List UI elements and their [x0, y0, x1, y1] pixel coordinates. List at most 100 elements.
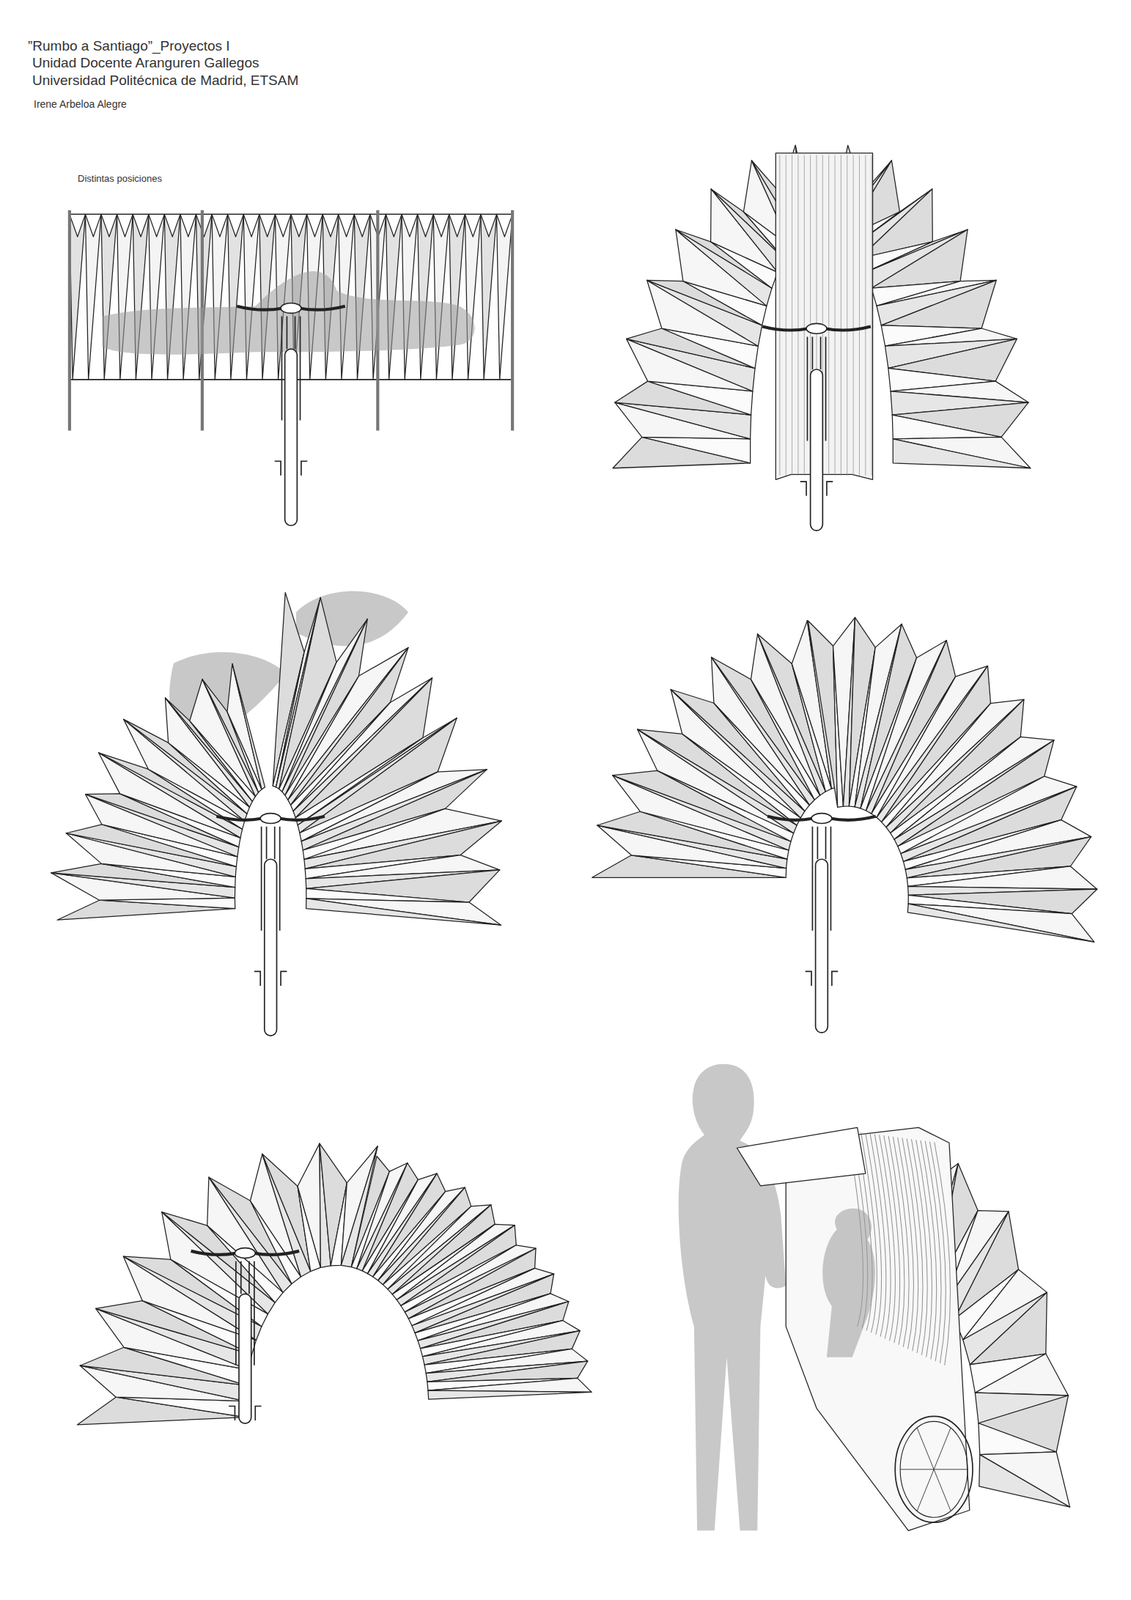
bicycle-front-view	[216, 813, 325, 1037]
bicycle-tire	[264, 859, 278, 1036]
fold-facet	[232, 664, 266, 790]
fold-facet	[117, 214, 134, 380]
bicycle-front-view	[191, 1248, 300, 1424]
wheel-rim	[894, 1416, 973, 1523]
strip-line	[779, 155, 780, 476]
fold-facet	[401, 214, 418, 237]
bicycle-brake	[805, 971, 839, 986]
shell-pleat-line	[870, 1133, 887, 1337]
fold-facet	[892, 439, 1031, 469]
wheel-spoke	[900, 1468, 934, 1470]
fold-facet	[211, 214, 228, 237]
shell-wheel	[894, 1416, 973, 1523]
bicycle-front-view	[762, 323, 871, 531]
fold-facet	[908, 903, 1095, 942]
shell-pleat-line	[906, 1138, 923, 1354]
fold-facet	[464, 214, 481, 237]
fold-facet	[243, 214, 260, 380]
fold-facet	[385, 214, 402, 380]
bicycle-front-view	[236, 302, 346, 526]
fold-facet	[354, 214, 371, 237]
shell-pleat-line	[930, 1141, 947, 1364]
shell-pleat-line	[892, 1136, 909, 1348]
table-plate	[736, 1127, 865, 1186]
shell-pleat-line	[902, 1138, 919, 1352]
fold-facet	[449, 214, 466, 380]
strip-line	[834, 155, 836, 476]
bicycle-brake	[228, 1405, 262, 1420]
fold-facet	[76, 1397, 245, 1425]
child-silhouette	[822, 1208, 876, 1358]
fold-facet	[164, 214, 181, 380]
fold-facet	[642, 436, 751, 463]
fold-facet	[259, 214, 276, 237]
bicycle-fork	[261, 826, 281, 931]
shell-pleat-line	[897, 1137, 915, 1350]
fold-facet	[306, 898, 502, 926]
closed-shell	[736, 1127, 1070, 1531]
fold-facet	[180, 214, 197, 237]
fold-facet	[338, 214, 355, 237]
shell-body	[785, 1127, 970, 1531]
fold-facet	[871, 229, 968, 289]
strip-line	[804, 155, 805, 476]
bicycle-tire	[285, 348, 298, 526]
fold-facet	[227, 664, 262, 790]
wheel-rim	[900, 1421, 968, 1518]
fold-facet	[117, 214, 134, 237]
strip-line	[853, 155, 854, 476]
fold-facet	[227, 214, 245, 237]
shell-pleat-line	[888, 1136, 905, 1346]
bicycle-fork	[812, 826, 831, 931]
fold-facet	[132, 214, 149, 380]
fold-facet	[180, 214, 197, 380]
fold-facet	[496, 214, 514, 380]
strip-line	[785, 155, 787, 476]
bicycle-stem	[280, 302, 302, 313]
fold-facet	[892, 436, 1031, 468]
shell-pleat-line	[934, 1141, 951, 1365]
fold-facet	[307, 214, 324, 237]
fold-facet	[969, 1292, 1047, 1365]
fold-facet	[496, 214, 514, 237]
bicycle-fork	[236, 1261, 255, 1366]
fold-facet	[69, 214, 86, 380]
fold-facet	[480, 214, 497, 237]
wheel-spoke	[933, 1468, 968, 1470]
center-strip	[775, 153, 873, 481]
fold-facet	[196, 214, 213, 237]
shell-pleat-line	[911, 1139, 928, 1356]
bicycle-front-view	[767, 813, 876, 1033]
drawing-caption: Distintas posiciones	[77, 173, 162, 185]
strip-line	[791, 155, 793, 476]
fold-facet	[290, 214, 308, 237]
shell-pleat-line	[916, 1139, 933, 1358]
fold-facet	[881, 280, 997, 329]
bicycle-fork	[281, 316, 300, 421]
fold-facet	[354, 214, 371, 380]
fold-facet	[306, 870, 500, 903]
fold-facet	[85, 214, 102, 237]
strip-line	[828, 155, 830, 476]
bicycle-brake	[254, 971, 288, 986]
wheel-spoke	[933, 1469, 951, 1512]
fold-facet	[227, 214, 245, 380]
sheet-header: Irene Arbeloa Alegre	[33, 98, 127, 110]
fold-facet	[211, 214, 228, 380]
fold-facet	[978, 1423, 1057, 1455]
fold-facet	[433, 214, 450, 237]
fold-facet	[196, 214, 213, 380]
shell-pleat-line	[874, 1134, 891, 1340]
fold-facet	[979, 1454, 1071, 1508]
fold-facet	[417, 214, 434, 237]
strip-line	[859, 155, 860, 476]
fold-facet	[892, 414, 1002, 440]
fold-facet	[417, 214, 434, 380]
fold-facet	[148, 214, 165, 237]
wheel-spoke	[933, 1427, 951, 1470]
fold-facet	[164, 214, 181, 237]
fold-facet	[101, 214, 118, 380]
shell-pleat-line	[879, 1134, 896, 1341]
bicycle-tire	[815, 859, 829, 1033]
